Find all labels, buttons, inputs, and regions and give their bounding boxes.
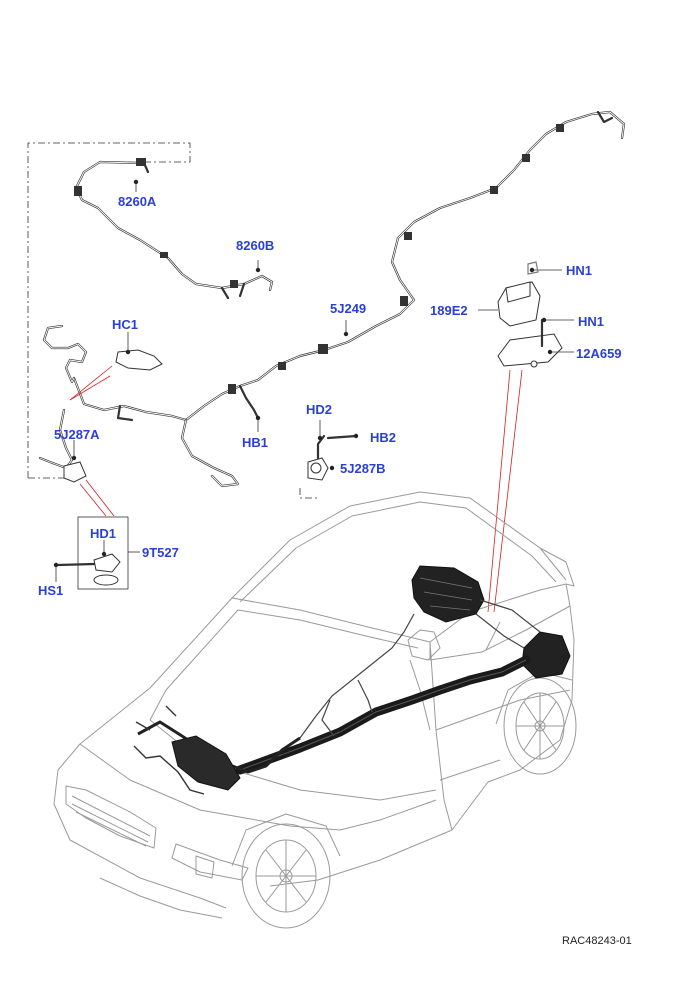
callout-5j287a: 5J287A (54, 427, 100, 442)
diagram-reference-number: RAC48243-01 (562, 935, 632, 947)
callout-hd1: HD1 (90, 526, 116, 541)
callout-9t527: 9T527 (142, 545, 179, 560)
sub-harness-5j287a (38, 324, 163, 517)
module-189e2-group (478, 261, 574, 613)
vehicle-installed-harness (133, 565, 571, 795)
callout-12a659: 12A659 (576, 346, 622, 361)
callout-hb2: HB2 (370, 430, 396, 445)
callout-5j287b: 5J287B (340, 461, 386, 476)
assembly-bracket-line (27, 142, 191, 478)
connector-detail-box (53, 516, 140, 590)
main-harness-5j249 (72, 110, 626, 488)
callout-8260a: 8260A (118, 194, 157, 209)
callout-8260b: 8260B (236, 238, 274, 253)
callout-hn1-bottom: HN1 (578, 314, 604, 329)
callout-hs1: HS1 (38, 583, 63, 598)
callout-189e2: 189E2 (430, 303, 468, 318)
connector-bracket-right (299, 488, 318, 499)
callout-hd2: HD2 (306, 402, 332, 417)
sub-harness-8260 (74, 158, 274, 300)
callout-5j249: 5J249 (330, 301, 366, 316)
callout-hb1: HB1 (242, 435, 268, 450)
harness-detail-view: 8260A 8260B 5J249 HC1 5J287A HB1 HD2 HB2… (27, 110, 626, 613)
callout-hc1: HC1 (112, 317, 138, 332)
callout-hn1-top: HN1 (566, 263, 592, 278)
connector-5j287b-group (307, 420, 359, 481)
vehicle-outline (53, 491, 577, 929)
